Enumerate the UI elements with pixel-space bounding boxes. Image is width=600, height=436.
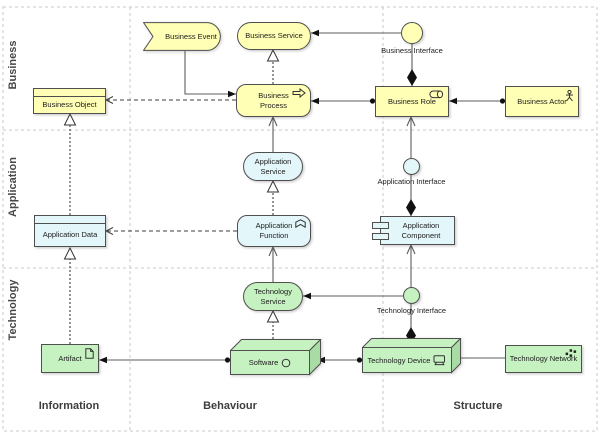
technology-service-text: Technology Service xyxy=(254,286,292,306)
assign-role-to-process[interactable] xyxy=(311,97,376,105)
business-interface-label: Business Interface xyxy=(381,46,443,55)
column-label-information: Information xyxy=(38,400,100,412)
artifact-text: Artifact xyxy=(58,353,82,363)
application-function[interactable]: Application Function xyxy=(237,215,311,247)
process-arrow-icon xyxy=(292,87,306,99)
assign-software-to-artifact[interactable] xyxy=(99,356,231,364)
application-component-tab-1 xyxy=(372,222,389,229)
business-process-text: Business Process xyxy=(258,90,289,110)
technology-network[interactable]: Technology Network xyxy=(505,345,582,373)
system-software-icon xyxy=(281,358,291,368)
application-interface[interactable] xyxy=(403,158,420,175)
business-object[interactable]: Business Object xyxy=(33,88,106,114)
column-label-structure: Structure xyxy=(453,400,503,412)
business-role[interactable]: Business Role xyxy=(375,86,449,117)
application-data[interactable]: Application Data xyxy=(34,215,106,247)
business-service-text: Business Service xyxy=(245,31,303,41)
network-icon xyxy=(565,349,577,358)
application-component[interactable]: Application Component xyxy=(372,216,455,245)
application-function-text: Application Function xyxy=(255,221,293,240)
realize-artifact-to-data[interactable] xyxy=(63,246,77,344)
business-process[interactable]: Business Process xyxy=(236,84,311,117)
assign-actor-to-role[interactable] xyxy=(449,97,506,105)
artifact-icon xyxy=(85,348,94,359)
realize-software-to-techservice[interactable] xyxy=(266,309,280,339)
realize-process-to-service[interactable] xyxy=(266,48,280,84)
assign-techinterface-to-techservice[interactable] xyxy=(303,292,403,300)
business-event-shape[interactable] xyxy=(143,22,225,53)
actor-icon xyxy=(565,89,574,102)
technology-network-text: Technology Network xyxy=(509,354,578,364)
business-event-label: Business Event xyxy=(151,22,231,51)
business-event-text: Business Event xyxy=(165,32,217,41)
business-actor[interactable]: Business Actor xyxy=(505,86,579,117)
serve-techservice-to-function[interactable] xyxy=(268,245,278,282)
application-data-titlebar xyxy=(35,216,105,224)
business-service[interactable]: Business Service xyxy=(237,22,311,50)
role-icon xyxy=(429,90,444,99)
software-shape[interactable] xyxy=(230,339,323,377)
access-function-to-data[interactable] xyxy=(104,227,237,235)
application-service-text: Application Service xyxy=(254,156,292,176)
application-service[interactable]: Application Service xyxy=(243,152,303,181)
serve-appinterface-to-role[interactable] xyxy=(406,115,416,158)
column-label-behaviour: Behaviour xyxy=(203,400,257,412)
device-icon xyxy=(433,354,446,366)
lane-label-application: Application xyxy=(7,157,19,217)
business-object-titlebar xyxy=(34,89,105,97)
application-data-text: Application Data xyxy=(42,229,98,239)
access-process-to-object[interactable] xyxy=(104,96,236,104)
business-object-text: Business Object xyxy=(42,99,97,109)
serve-appservice-to-process[interactable] xyxy=(268,115,278,152)
assign-businterface-to-busservice[interactable] xyxy=(311,29,401,37)
application-component-text: Application Component xyxy=(401,220,441,240)
software-label: Software xyxy=(230,350,310,375)
lane-label-technology: Technology xyxy=(7,279,19,341)
business-role-text: Business Role xyxy=(388,96,436,106)
compose-role-to-businterface[interactable] xyxy=(407,44,417,86)
software-text: Software xyxy=(248,358,279,367)
application-component-tab-2 xyxy=(372,233,389,240)
technology-device-text: Technology Device xyxy=(367,355,431,365)
technology-interface-label: Technology Interface xyxy=(376,306,447,315)
technology-device-shape[interactable] xyxy=(362,338,463,375)
assign-device-to-software[interactable] xyxy=(317,356,363,364)
serve-techinterface-to-component[interactable] xyxy=(406,243,416,287)
compose-component-to-appinterface[interactable] xyxy=(406,175,416,216)
realize-data-to-object[interactable] xyxy=(63,112,77,215)
realize-function-to-appservice[interactable] xyxy=(266,179,280,215)
lane-label-business: Business xyxy=(7,40,19,90)
business-actor-text: Business Actor xyxy=(517,96,567,106)
business-interface[interactable] xyxy=(401,22,423,44)
technology-device-label: Technology Device xyxy=(362,347,452,373)
application-interface-label: Application Interface xyxy=(377,177,446,186)
trigger-event-to-process[interactable] xyxy=(184,51,236,98)
technology-service[interactable]: Technology Service xyxy=(243,282,303,311)
function-icon xyxy=(295,219,306,229)
technology-interface[interactable] xyxy=(403,287,420,304)
artifact[interactable]: Artifact xyxy=(41,344,99,373)
